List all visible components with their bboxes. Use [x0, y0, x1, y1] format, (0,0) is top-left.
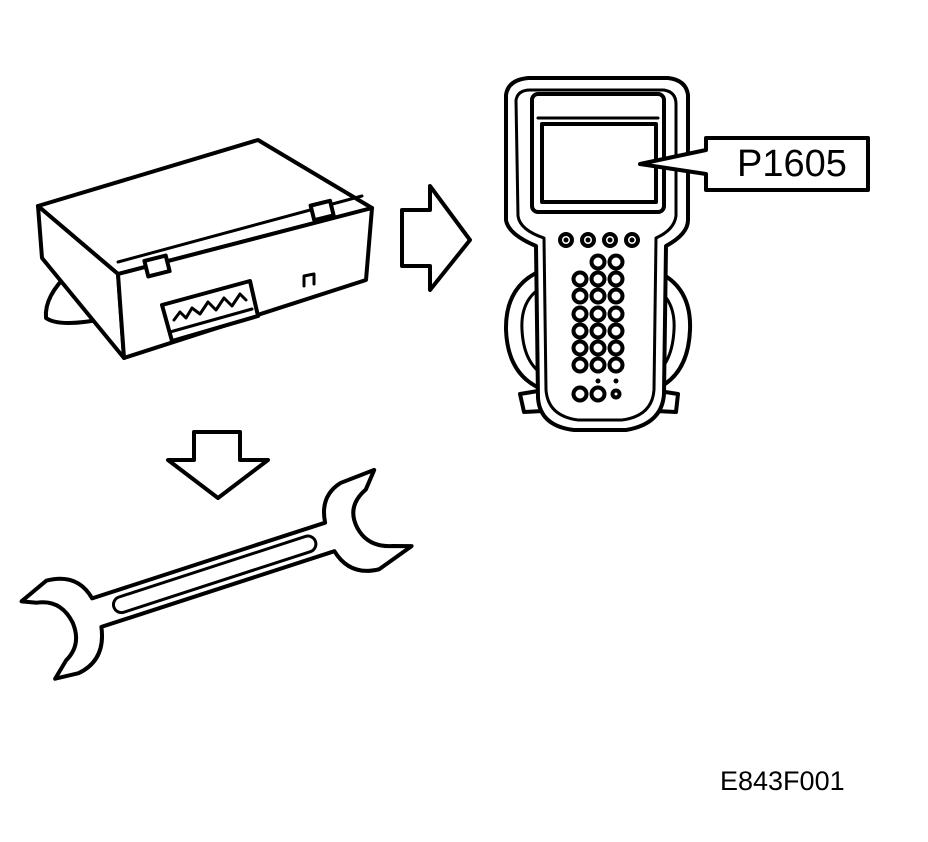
arrow-down-icon [166, 430, 270, 500]
figure-id-label: E843F001 [720, 766, 845, 796]
code-callout [638, 136, 870, 192]
diagnostic-code-text: P1605 [737, 142, 847, 185]
wrench-icon [19, 467, 414, 681]
arrow-right-icon [400, 184, 472, 292]
diagnostic-scan-tool [503, 76, 693, 432]
control-module [36, 138, 374, 360]
keypad [571, 253, 625, 403]
